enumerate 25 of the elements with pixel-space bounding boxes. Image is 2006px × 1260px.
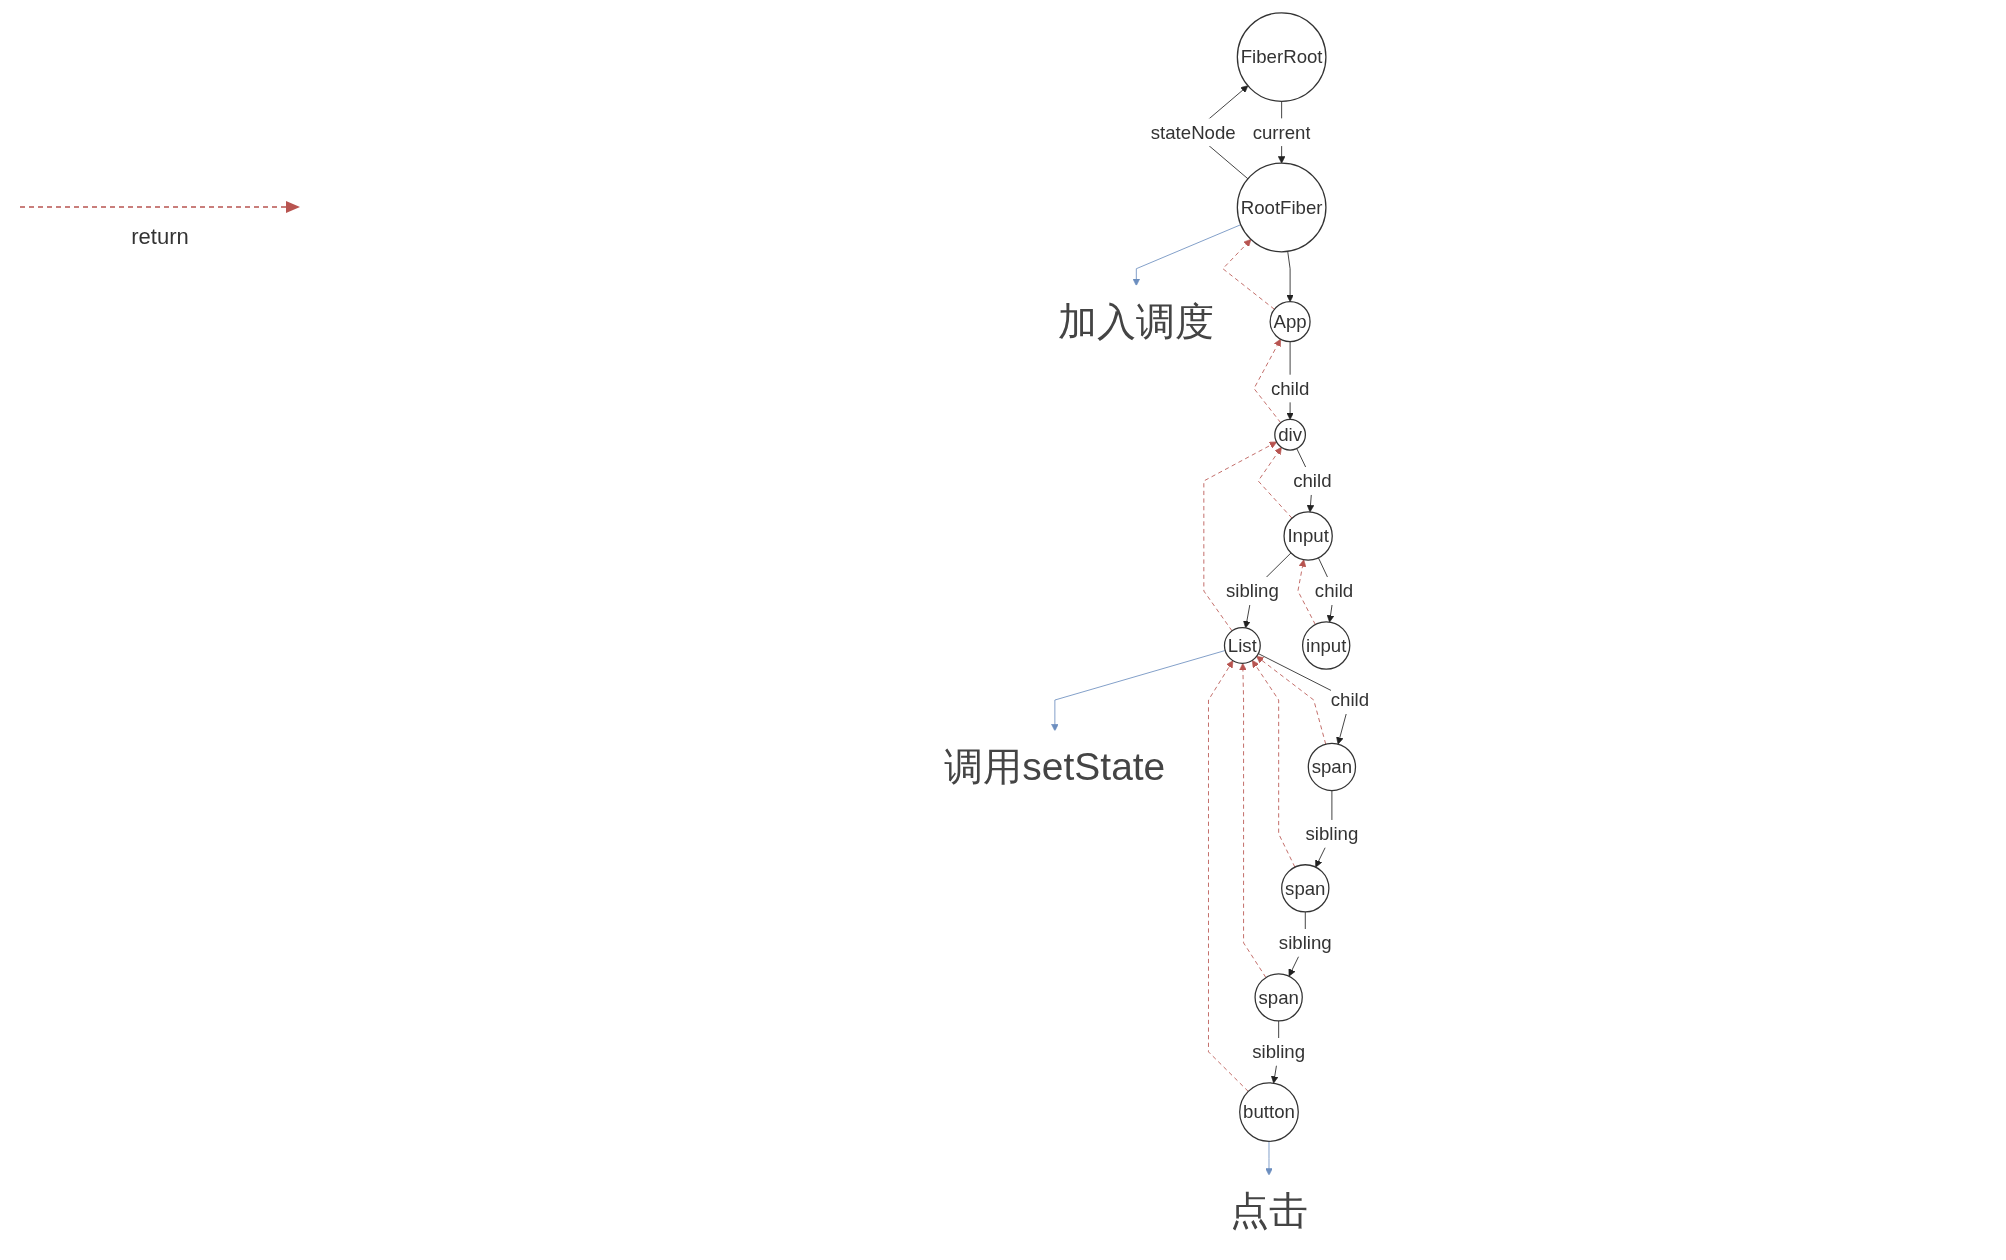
edge-label: child [1330, 689, 1370, 711]
node-circle: input [1301, 621, 1351, 670]
node-circle: RootFiber [1236, 162, 1327, 253]
node-text: 调用setState [944, 744, 1166, 789]
node-circle: div [1274, 418, 1307, 451]
node-circle: span [1254, 973, 1303, 1022]
node-text: 加入调度 [1058, 299, 1215, 344]
edge-label: sibling [1225, 580, 1279, 602]
edge-label: sibling [1305, 823, 1359, 845]
edge-label: child [1314, 580, 1354, 602]
edge-label: sibling [1278, 932, 1332, 954]
node-circle: FiberRoot [1236, 12, 1327, 102]
node-circle: Input [1283, 511, 1333, 561]
node-circle: App [1269, 301, 1311, 343]
node-circle: List [1223, 627, 1261, 665]
edge-label: child [1293, 470, 1332, 492]
edge-label: sibling [1252, 1041, 1306, 1063]
node-text: 点击 [1230, 1188, 1308, 1233]
edge-label: stateNode [1150, 121, 1236, 143]
legend-label: return [131, 224, 189, 250]
node-circle: span [1281, 864, 1330, 913]
node-circle: span [1307, 742, 1357, 792]
edge-label: child [1270, 377, 1310, 400]
edge-label: current [1252, 121, 1311, 143]
node-circle: button [1239, 1082, 1299, 1142]
